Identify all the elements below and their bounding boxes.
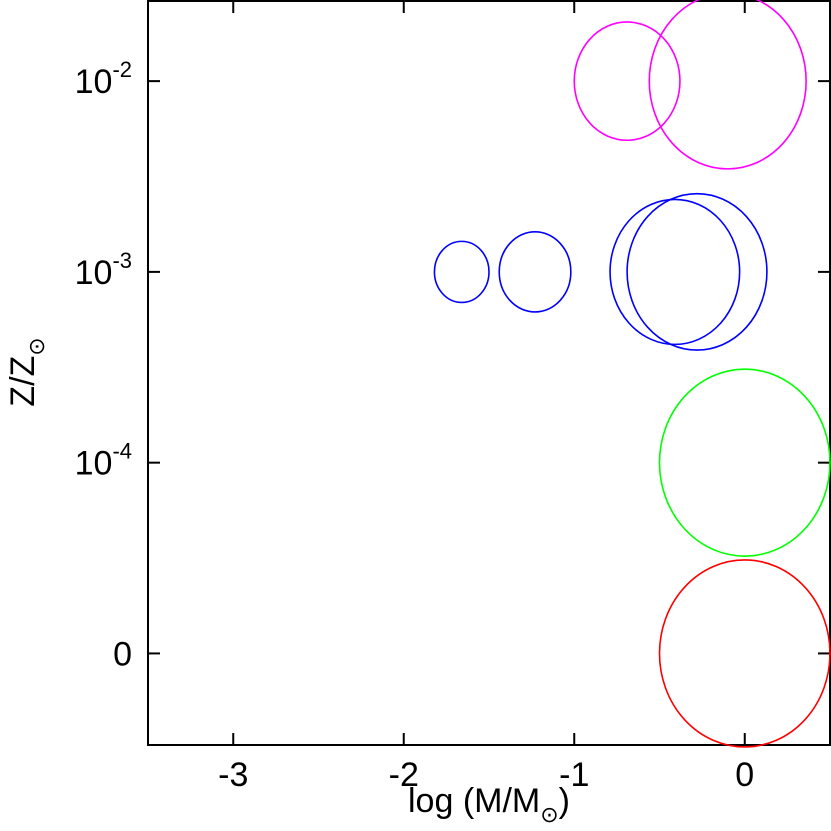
bubble-1-1 <box>498 231 572 313</box>
data-bubbles <box>433 0 831 748</box>
x-axis-label-close: ) <box>559 782 570 820</box>
plot-frame <box>147 0 831 746</box>
y-axis-label: Z/Z⊙ <box>4 337 49 406</box>
bubble-0-0 <box>573 21 681 142</box>
axis-ticks: -3 -2 -1 0 0 10-4 10-3 10-2 <box>75 1 830 794</box>
x-tick-label: 0 <box>735 756 754 794</box>
y-tick-label: 10-3 <box>75 248 132 292</box>
bubble-1-3 <box>626 192 768 351</box>
bubble-0-1 <box>648 0 807 170</box>
y-axis-label-sun: ⊙ <box>24 337 49 355</box>
y-tick-label: 0 <box>113 635 132 673</box>
x-tick-label: -1 <box>559 756 589 794</box>
bubble-2-0 <box>658 368 831 557</box>
bubble-1-0 <box>433 240 490 304</box>
x-axis-label: log (M/M⊙) <box>408 782 570 827</box>
x-axis-label-main: log (M/M <box>408 782 540 820</box>
bubble-1-2 <box>609 198 741 346</box>
y-tick-label: 10-2 <box>75 57 132 101</box>
x-axis-label-sun: ⊙ <box>540 802 558 827</box>
bubble-3-0 <box>658 559 831 748</box>
y-tick-label: 10-4 <box>75 439 132 483</box>
x-tick-label: -2 <box>389 756 419 794</box>
x-tick-label: -3 <box>218 756 248 794</box>
y-axis-label-main: Z/Z <box>4 356 42 407</box>
